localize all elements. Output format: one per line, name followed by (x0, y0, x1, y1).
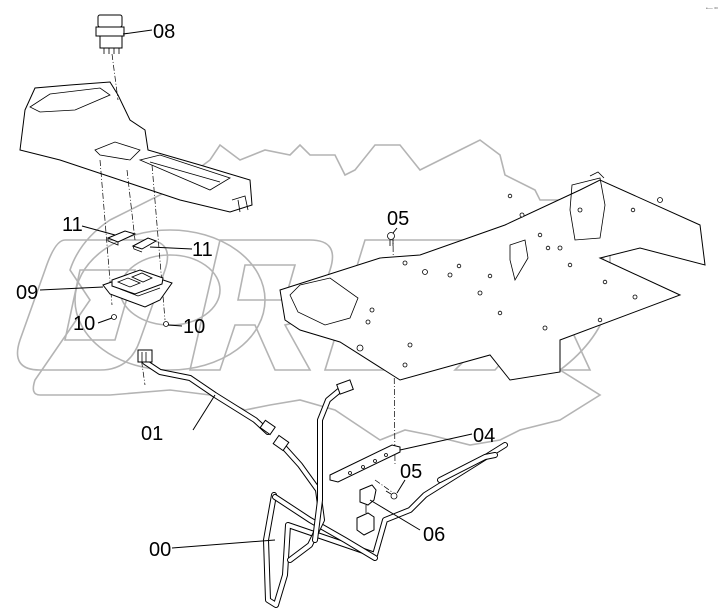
callout-10-left: 10 (73, 313, 95, 335)
watermark-gear-outline (32, 139, 611, 446)
relay-bracket-06[interactable] (356, 484, 377, 536)
leader-lines (39, 29, 473, 549)
console-cover[interactable] (19, 81, 253, 213)
callout-11-left: 11 (62, 214, 83, 236)
bracket-04[interactable] (329, 444, 401, 483)
plate-holes (356, 193, 663, 368)
callouts: 08 11 11 09 10 10 05 01 04 05 06 00 •— =… (16, 6, 718, 561)
callout-01: 01 (141, 423, 163, 445)
wire-harness-00[interactable] (263, 379, 508, 608)
cover-plate-11-right[interactable] (131, 237, 158, 253)
callout-09: 09 (16, 282, 38, 304)
callout-04: 04 (473, 425, 495, 447)
switch-08[interactable] (95, 14, 125, 54)
switch-panel-09[interactable] (102, 269, 173, 308)
harness-lead-01[interactable] (137, 349, 276, 436)
bolt-05-bottom[interactable] (385, 490, 398, 500)
screw-10-right[interactable] (163, 321, 169, 327)
callout-10-right: 10 (183, 316, 205, 338)
callout-05-top: 05 (387, 208, 409, 230)
callout-06: 06 (423, 524, 445, 546)
corner-mark: •— === (706, 6, 718, 12)
bolt-05-top[interactable] (387, 232, 395, 247)
mounting-plate[interactable] (279, 171, 706, 381)
callout-11-right: 11 (192, 239, 213, 261)
callout-00: 00 (149, 539, 171, 561)
cover-plate-11-left[interactable] (106, 230, 137, 246)
watermark-gear-inner-ring (74, 229, 266, 371)
callout-08: 08 (153, 21, 175, 43)
callout-05-bottom: 05 (400, 461, 422, 483)
screw-10-left[interactable] (111, 314, 117, 320)
watermark-letter-o (16, 239, 169, 371)
